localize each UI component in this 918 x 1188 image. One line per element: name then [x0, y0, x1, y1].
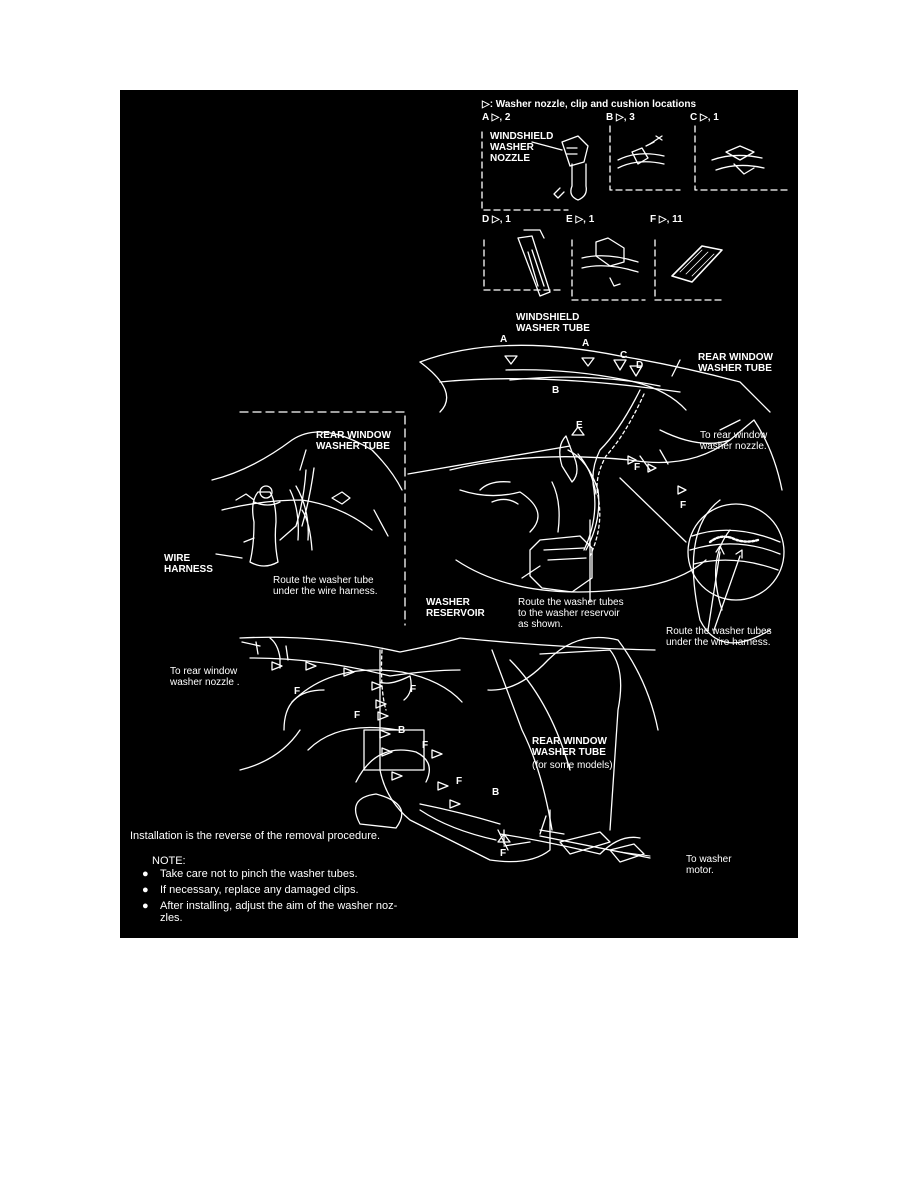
windshield-nozzle-label: WINDSHIELD WASHER NOZZLE [490, 131, 554, 165]
note-label: NOTE: [152, 855, 186, 867]
diagram-panel: ▷: Washer nozzle, clip and cushion locat… [120, 90, 798, 938]
rear-tube-label-right: REAR WINDOW WASHER TUBE [698, 352, 773, 375]
rear-callout-f-3: F [354, 710, 361, 721]
detail-box-a [481, 131, 589, 211]
callout-f-lower: F [680, 500, 687, 511]
to-rear-nozzle-label: To rear window washer nozzle. [700, 430, 768, 453]
to-washer-motor-label: To washer motor. [686, 854, 732, 877]
rear-callout-f-5: F [456, 776, 463, 787]
callout-f-count: F ▷, 11 [650, 214, 683, 225]
for-some-models-note: (for some models) [532, 760, 613, 771]
detail-box-d [483, 229, 561, 297]
callout-a-left: A [500, 334, 508, 345]
windshield-tube-label: WINDSHIELD WASHER TUBE [516, 312, 590, 335]
rear-to-nozzle-label: To rear window washer nozzle . [170, 666, 240, 689]
callout-e-count: E ▷, 1 [566, 214, 595, 225]
engine-bay-drawing [373, 344, 785, 644]
installation-text: Installation is the reverse of the remov… [130, 830, 381, 842]
rear-callout-f-4: F [422, 740, 429, 751]
rear-body-drawing [239, 636, 659, 863]
inset-reservoir-drawing [211, 411, 406, 626]
route-to-reservoir-note: Route the washer tubes to the washer res… [518, 597, 624, 631]
wire-harness-label: WIRE HARNESS [164, 553, 213, 576]
callout-c: C [620, 350, 628, 361]
detail-box-b [609, 125, 681, 191]
callout-a-count: A ▷, 2 [482, 112, 511, 123]
callout-b: B [552, 385, 560, 396]
note-item: If necessary, replace any damaged clips. [160, 884, 359, 896]
washer-reservoir-label: WASHER RESERVOIR [426, 597, 485, 620]
note-item: Take care not to pinch the washer tubes. [160, 868, 358, 880]
detail-box-e [571, 237, 646, 301]
callout-f-upper: F [634, 462, 641, 473]
callout-e: E [576, 420, 583, 431]
rear-callout-f-1: F [294, 686, 301, 697]
callout-d-count: D ▷, 1 [482, 214, 511, 225]
detail-box-f [654, 239, 726, 301]
inset-rear-tube-label: REAR WINDOW WASHER TUBE [316, 430, 391, 453]
note-bullet: ● [142, 884, 149, 896]
detail-box-c [694, 125, 789, 191]
note-bullet: ● [142, 868, 149, 880]
callout-c-count: C ▷, 1 [690, 112, 719, 123]
rear-callout-f-6: F [500, 848, 507, 859]
locations-legend: ▷: Washer nozzle, clip and cushion locat… [482, 99, 697, 110]
note-item: After installing, adjust the aim of the … [160, 900, 398, 925]
route-under-harness-note: Route the washer tube under the wire har… [273, 575, 378, 598]
callout-a-right: A [582, 338, 590, 349]
rear-window-tube-label: REAR WINDOW WASHER TUBE [532, 736, 607, 759]
rear-callout-b-1: B [398, 725, 406, 736]
callout-d: D [636, 360, 644, 371]
route-tubes-under-harness-note: Route the washer tubes under the wire ha… [666, 626, 772, 649]
rear-callout-b-2: B [492, 787, 500, 798]
callout-b-count: B ▷, 3 [606, 112, 635, 123]
note-bullet: ● [142, 900, 149, 912]
rear-callout-f-2: F [410, 684, 417, 695]
